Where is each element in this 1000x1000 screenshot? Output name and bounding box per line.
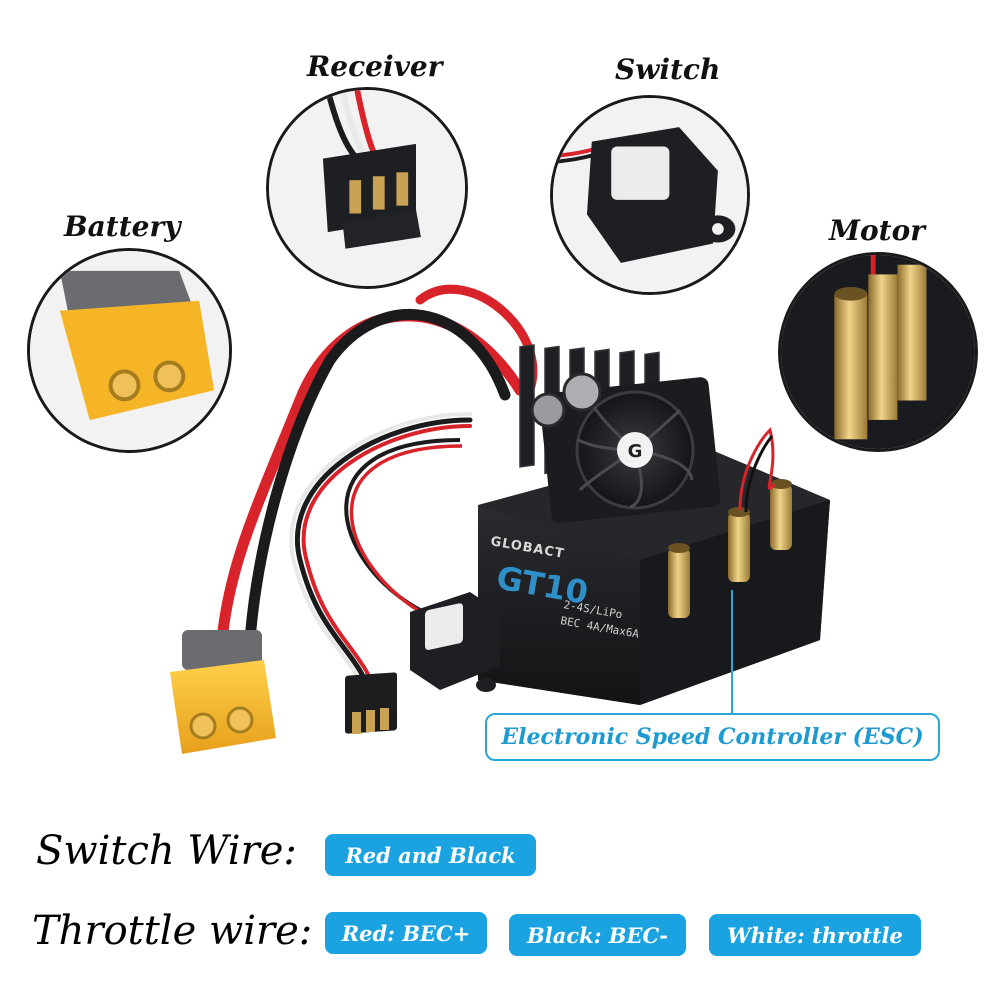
throttle-black-badge: Black: BEC- xyxy=(509,914,686,956)
throttle-red-badge: Red: BEC+ xyxy=(325,912,487,954)
switch-closeup xyxy=(550,95,750,295)
receiver-plug xyxy=(345,672,397,734)
esc-body: G GLOBACT GT10 2-4S/LiPo BEC 4A/Max6A xyxy=(478,344,830,713)
battery-wire-red xyxy=(216,310,526,646)
switch-wire-label: Switch Wire: xyxy=(36,828,297,874)
switch-module xyxy=(410,592,500,692)
throttle-wire-bundle xyxy=(295,417,473,703)
battery-label: Battery xyxy=(64,210,181,243)
switch-label: Switch xyxy=(615,53,721,86)
svg-text:G: G xyxy=(628,441,643,462)
xt60-plug xyxy=(170,630,276,754)
motor-closeup xyxy=(778,252,978,452)
receiver-label: Receiver xyxy=(307,50,443,83)
battery-wire-black xyxy=(244,309,511,646)
throttle-white-badge: White: throttle xyxy=(709,914,921,956)
switch-wire-value-badge: Red and Black xyxy=(325,834,536,876)
esc-motor-bullets xyxy=(668,479,792,618)
esc-callout: Electronic Speed Controller (ESC) xyxy=(485,713,940,761)
switch-wire xyxy=(344,438,461,612)
receiver-closeup xyxy=(266,87,468,289)
throttle-wire-label: Throttle wire: xyxy=(32,908,313,954)
motor-label: Motor xyxy=(829,214,926,247)
battery-closeup xyxy=(27,248,232,453)
